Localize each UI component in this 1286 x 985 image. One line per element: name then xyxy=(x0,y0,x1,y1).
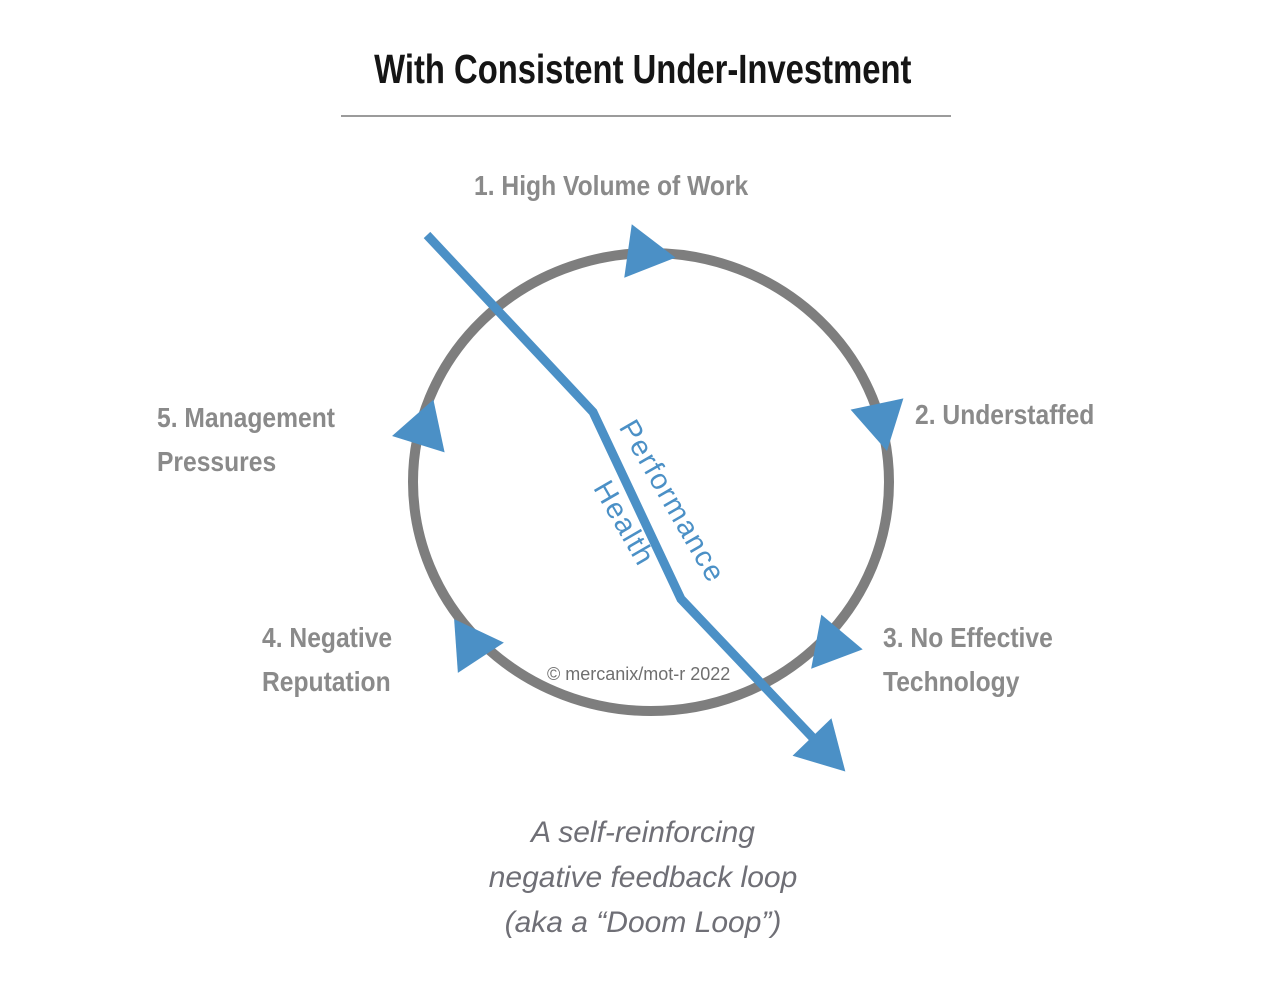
loop-arrowhead-bottom-left-icon xyxy=(454,619,504,673)
step-label-management-pressures: 5. Management Pressures xyxy=(157,402,336,477)
loop-arrowhead-bottom-right-icon xyxy=(811,614,863,669)
page-title: With Consistent Under-Investment xyxy=(374,46,912,92)
loop-arrowhead-top-icon xyxy=(624,224,676,278)
caption-text: A self-reinforcing negative feedback loo… xyxy=(488,816,798,939)
performance-line-arrowhead-icon xyxy=(792,718,846,772)
loop-arrowhead-right-icon xyxy=(850,398,904,451)
step-label-negative-reputation: 4. Negative Reputation xyxy=(262,622,393,697)
copyright-text: © mercanix/mot-r 2022 xyxy=(547,664,731,684)
step-label-understaffed: 2. Understaffed xyxy=(915,399,1095,430)
step-label-no-effective-technology: 3. No Effective Technology xyxy=(883,622,1053,697)
step-label-high-volume-of-work: 1. High Volume of Work xyxy=(474,170,749,201)
page-title-wrap: With Consistent Under-Investment xyxy=(0,46,1286,93)
loop-arrowhead-left-icon xyxy=(392,399,445,453)
performance-decline-line xyxy=(423,231,818,743)
title-underline xyxy=(341,115,951,117)
